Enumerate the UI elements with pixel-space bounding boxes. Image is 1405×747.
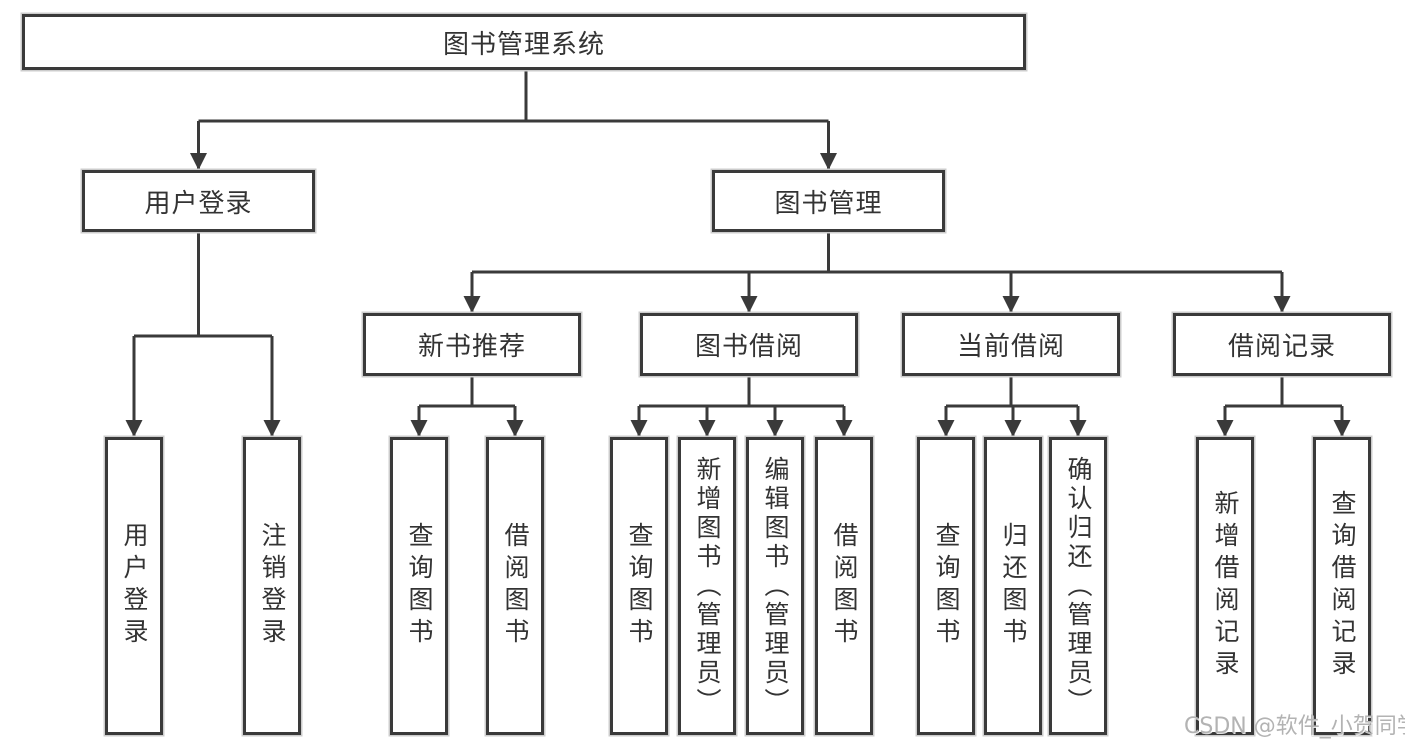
leaf-records-add-record: 新增借阅记录 <box>1196 437 1254 735</box>
node-new-book-recommend: 新书推荐 <box>363 313 581 376</box>
leaf-newrec-borrow-books: 借阅图书 <box>486 437 544 735</box>
watermark: CSDN @软件_小贺同学 <box>1184 714 1405 739</box>
leaf-current-confirm-return-admin: 确认归还（管理员） <box>1049 437 1107 735</box>
node-user-login: 用户登录 <box>82 170 315 232</box>
leaf-current-return-books: 归还图书 <box>984 437 1042 735</box>
leaf-borrow-edit-books-admin: 编辑图书（管理员） <box>746 437 804 735</box>
leaf-newrec-query-books: 查询图书 <box>390 437 448 735</box>
node-borrowing-records: 借阅记录 <box>1173 313 1391 376</box>
node-book-management: 图书管理 <box>712 170 945 232</box>
node-root: 图书管理系统 <box>22 14 1026 70</box>
connector-rails <box>134 70 1342 408</box>
leaf-records-query-record: 查询借阅记录 <box>1313 437 1371 735</box>
leaf-user-login: 用户登录 <box>105 437 163 735</box>
leaf-logout-login: 注销登录 <box>243 437 301 735</box>
leaf-current-query-books: 查询图书 <box>917 437 975 735</box>
leaf-borrow-query-books: 查询图书 <box>610 437 668 735</box>
leaf-borrow-borrow-books: 借阅图书 <box>815 437 873 735</box>
leaf-borrow-add-books-admin: 新增图书（管理员） <box>678 437 736 735</box>
node-book-borrowing: 图书借阅 <box>640 313 858 376</box>
node-current-borrowing: 当前借阅 <box>902 313 1120 376</box>
